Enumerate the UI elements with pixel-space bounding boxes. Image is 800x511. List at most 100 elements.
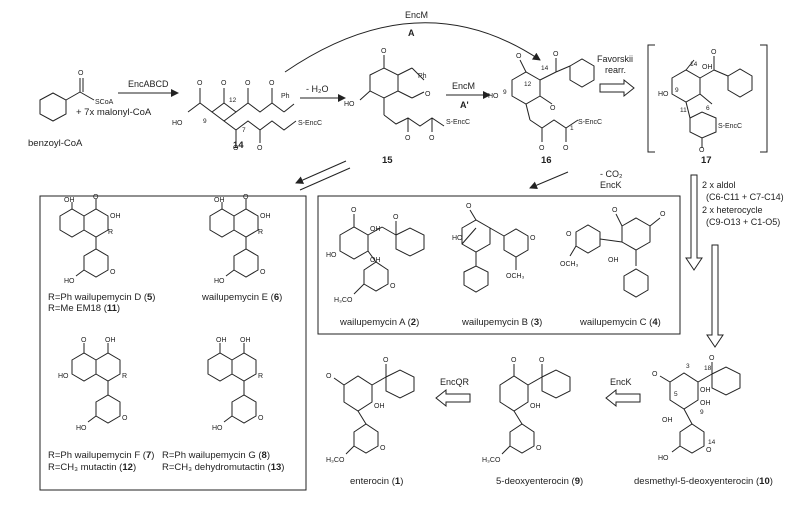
wailupemycin-a-structure: O OH O HO OH O H₃CO bbox=[326, 207, 425, 304]
label-wailupemycin-e-post: ) bbox=[279, 292, 282, 303]
label-wailupemycin-b: wailupemycin B (3) bbox=[461, 317, 542, 328]
label-wailupemycin-f-post: ) bbox=[151, 450, 154, 461]
hydroxy-label: HO bbox=[658, 91, 669, 98]
label-em18-num: 11 bbox=[107, 303, 118, 314]
hydroxy-label: OH bbox=[64, 197, 75, 204]
atom-o: O bbox=[257, 145, 263, 152]
arrow-encm-a bbox=[284, 22, 541, 73]
hydroxy-label: OH bbox=[110, 213, 121, 220]
label-wailupemycin-b-pre: wailupemycin B ( bbox=[461, 317, 535, 328]
hydroxy-label: OH bbox=[700, 400, 711, 407]
label-dehydromutactin-post: ) bbox=[281, 462, 284, 473]
atom-o: O bbox=[516, 53, 522, 60]
label-wailupemycin-d: R=Ph wailupemycin D (5) bbox=[48, 292, 155, 303]
label-mutactin-num: 12 bbox=[122, 462, 133, 473]
label-em18-pre: R=Me EM18 ( bbox=[48, 303, 108, 314]
label-wailupemycin-c-post: ) bbox=[658, 317, 661, 328]
r-group-label: R bbox=[108, 229, 113, 236]
compound-17-structure: 14 OH O HO 9 11 6 S-EncC O bbox=[658, 49, 753, 154]
compound-number-15: 15 bbox=[382, 155, 393, 166]
label-wailupemycin-g-pre: R=Ph wailupemycin G ( bbox=[162, 450, 262, 461]
label-wailupemycin-e-num: 6 bbox=[274, 292, 279, 303]
aldol-label-4: (C9-O13 + C1-O5) bbox=[706, 217, 780, 227]
atom-o: O bbox=[233, 145, 239, 152]
s-encc-label: S-EncC bbox=[578, 119, 602, 126]
atom-number-3: 3 bbox=[686, 363, 690, 370]
label-wailupemycin-a-num: 2 bbox=[411, 317, 416, 328]
enzyme-enck: EncK bbox=[600, 180, 622, 190]
atom-o: O bbox=[81, 337, 87, 344]
label-wailupemycin-c: wailupemycin C (4) bbox=[579, 317, 661, 328]
atom-number-5: 5 bbox=[674, 391, 678, 398]
wailupemycin-f-structure: O OH HO R HO O bbox=[58, 337, 128, 432]
atom-number-14: 14 bbox=[541, 65, 549, 72]
atom-o: O bbox=[566, 231, 572, 238]
encqr-arrow bbox=[435, 388, 471, 408]
label-wailupemycin-g: R=Ph wailupemycin G (8) bbox=[162, 450, 270, 461]
hydroxy-label: HO bbox=[64, 278, 75, 285]
label-wailupemycin-c-pre: wailupemycin C ( bbox=[579, 317, 653, 328]
atom-number-9: 9 bbox=[503, 89, 507, 96]
minus-h2o-label: - H₂O bbox=[306, 84, 329, 94]
atom-o: O bbox=[197, 80, 203, 87]
atom-o: O bbox=[221, 80, 227, 87]
enck-arrow bbox=[605, 388, 641, 408]
desmethyl-deoxyenterocin-structure: O O 3 18 5 9 OH OH OH 14 O HO bbox=[652, 355, 741, 462]
label-wailupemycin-d-num: 5 bbox=[147, 292, 153, 303]
atom-number-1: 1 bbox=[570, 125, 574, 132]
label-em18: R=Me EM18 (11) bbox=[48, 303, 120, 314]
label-dehydromutactin-pre: R=CH₃ dehydromutactin ( bbox=[162, 462, 272, 473]
atom-o: O bbox=[110, 269, 116, 276]
compound-number-17: 17 bbox=[701, 155, 712, 166]
label-wailupemycin-f: R=Ph wailupemycin F (7) bbox=[48, 450, 154, 461]
hydroxy-label: HO bbox=[172, 120, 183, 127]
atom-o: O bbox=[711, 49, 717, 56]
hydroxy-label: HO bbox=[212, 425, 223, 432]
label-wailupemycin-a-pre: wailupemycin A ( bbox=[339, 317, 412, 328]
atom-number-9: 9 bbox=[675, 87, 679, 94]
methoxy-label: H₃CO bbox=[334, 297, 353, 304]
atom-o: O bbox=[553, 51, 559, 58]
compound-number-14: 14 bbox=[233, 140, 244, 151]
atom-o: O bbox=[351, 207, 357, 214]
phenyl-label: Ph bbox=[418, 73, 427, 80]
label-mutactin-post: ) bbox=[133, 462, 136, 473]
label-desmethyl-deoxyenterocin-num: 10 bbox=[759, 476, 770, 487]
atom-o: O bbox=[511, 357, 517, 364]
benzoyl-coa-label: benzoyl-CoA bbox=[28, 138, 83, 149]
atom-number-9: 9 bbox=[700, 409, 704, 416]
atom-o: O bbox=[563, 145, 569, 152]
atom-o: O bbox=[258, 415, 264, 422]
atom-number-12: 12 bbox=[524, 81, 532, 88]
label-deoxyenterocin-post: ) bbox=[580, 476, 583, 487]
atom-o: O bbox=[429, 135, 435, 142]
atom-o: O bbox=[425, 91, 431, 98]
label-wailupemycin-b-num: 3 bbox=[534, 317, 539, 328]
enzyme-enck-2: EncK bbox=[610, 377, 632, 387]
hydroxy-label: OH bbox=[240, 337, 251, 344]
wailupemycin-d-structure: O OH OH R HO O bbox=[59, 194, 121, 285]
label-wailupemycin-c-num: 4 bbox=[652, 317, 658, 328]
methoxy-label: OCH₃ bbox=[560, 261, 579, 268]
label-mutactin: R=CH₃ mutactin (12) bbox=[48, 462, 136, 473]
atom-o: O bbox=[550, 105, 556, 112]
hydroxy-label: OH bbox=[662, 417, 673, 424]
atom-o: O bbox=[699, 147, 705, 154]
label-wailupemycin-e: wailupemycin E (6) bbox=[201, 292, 282, 303]
enzyme-encabcd: EncABCD bbox=[128, 79, 169, 89]
label-wailupemycin-g-num: 8 bbox=[262, 450, 267, 461]
label-wailupemycin-f-num: 7 bbox=[146, 450, 151, 461]
mid-box bbox=[317, 195, 681, 335]
wailupemycin-g-structure: OH OH R HO O bbox=[207, 337, 264, 432]
route-a-prime-label: A' bbox=[460, 100, 469, 110]
methoxy-label: OCH₃ bbox=[506, 273, 525, 280]
hydroxy-label: OH bbox=[370, 226, 381, 233]
atom-number-6: 6 bbox=[706, 105, 710, 112]
hydroxy-label: OH bbox=[530, 403, 541, 410]
atom-number-14: 14 bbox=[690, 61, 698, 68]
atom-o: O bbox=[660, 211, 666, 218]
atom-o: O bbox=[709, 355, 715, 362]
label-enterocin-num: 1 bbox=[395, 476, 401, 487]
arrow-to-mid-box bbox=[529, 171, 569, 189]
left-box bbox=[39, 195, 307, 491]
